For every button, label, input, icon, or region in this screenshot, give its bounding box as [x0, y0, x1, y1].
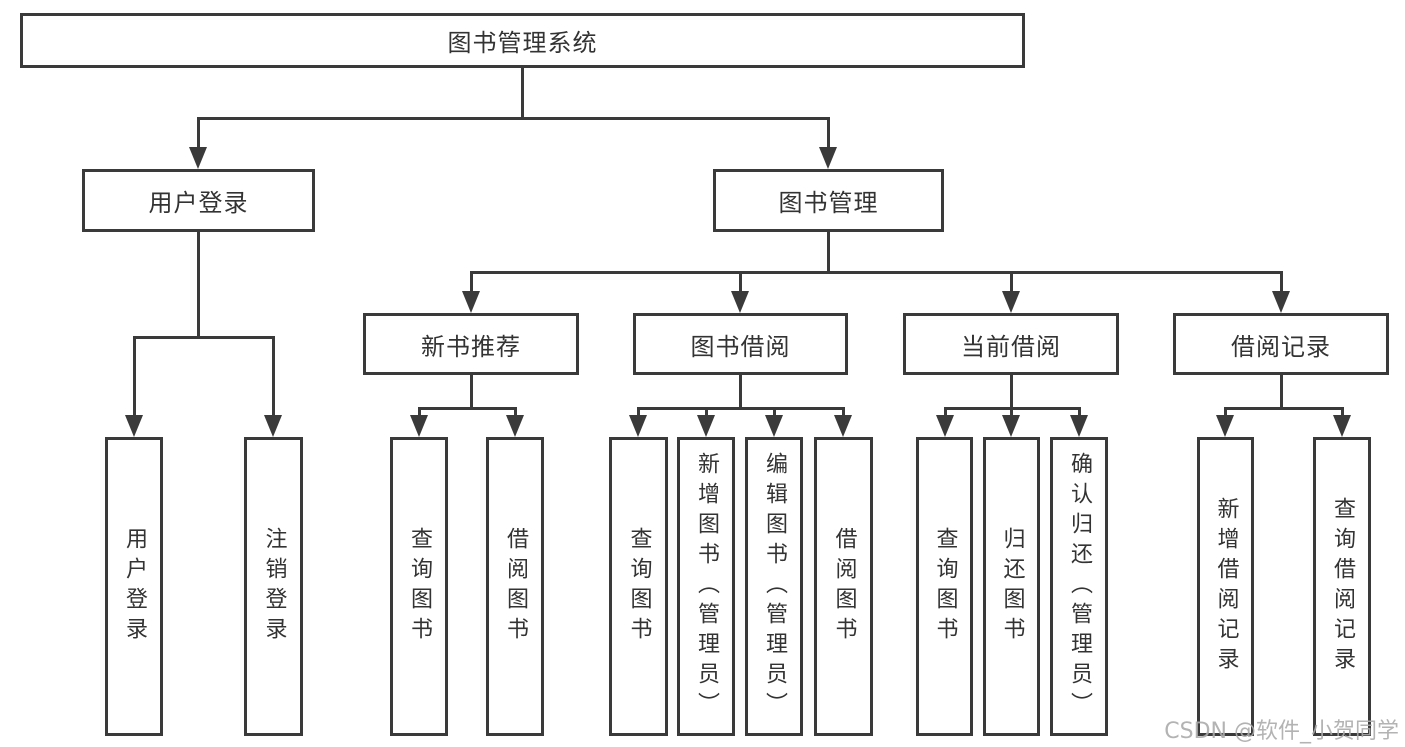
node-label: 图书管理: [778, 189, 879, 217]
leaf-borrow-books: 借阅图书: [814, 437, 873, 736]
arrow-down-icon: [264, 415, 282, 437]
node-current-borrowing: 当前借阅: [903, 313, 1119, 375]
arrow-down-icon: [462, 291, 480, 313]
arrow-down-icon: [936, 415, 954, 437]
arrow-down-icon: [1216, 415, 1234, 437]
connector-vline: [943, 407, 947, 417]
connector-vline: [1340, 407, 1344, 417]
node-label: 用户登录: [122, 526, 147, 647]
leaf-add-borrow-record: 新增借阅记录: [1197, 437, 1254, 736]
connector-hline: [197, 117, 829, 120]
node-label: 借阅图书: [503, 526, 528, 647]
connector-vline: [417, 407, 421, 417]
leaf-query-books-recommend: 查询图书: [390, 437, 448, 736]
connector-hline: [133, 336, 274, 339]
leaf-confirm-return-admin: 确认归还（管理员）: [1050, 437, 1108, 736]
csdn-watermark: CSDN @软件_小贺同学: [1164, 719, 1399, 744]
node-label: 确认归还（管理员）: [1067, 451, 1092, 722]
leaf-user-login: 用户登录: [105, 437, 163, 736]
node-label: 图书管理系统: [447, 29, 598, 57]
connector-vline: [1009, 271, 1013, 293]
node-book-borrowing: 图书借阅: [633, 313, 848, 375]
node-new-book-recommendation: 新书推荐: [363, 313, 579, 375]
arrow-down-icon: [506, 415, 524, 437]
node-label: 查询借阅记录: [1330, 496, 1355, 677]
node-label: 查询图书: [407, 526, 432, 647]
connector-vline: [469, 271, 473, 293]
leaf-return-book: 归还图书: [983, 437, 1040, 736]
node-label: 新书推荐: [421, 332, 521, 361]
arrow-down-icon: [629, 415, 647, 437]
connector-vline: [271, 336, 275, 417]
connector-vline: [1009, 407, 1013, 417]
arrow-down-icon: [834, 415, 852, 437]
node-user-login: 用户登录: [82, 169, 315, 232]
connector-vline: [704, 407, 708, 417]
node-borrowing-records: 借阅记录: [1173, 313, 1389, 375]
node-label: 归还图书: [999, 526, 1025, 647]
arrow-down-icon: [697, 415, 715, 437]
leaf-add-book-admin: 新增图书（管理员）: [677, 437, 735, 736]
connector-vline: [196, 232, 200, 339]
leaf-query-books-current: 查询图书: [916, 437, 973, 736]
arrow-down-icon: [189, 147, 207, 169]
connector-vline: [841, 407, 845, 417]
connector-vline: [520, 68, 524, 120]
connector-vline: [1077, 407, 1081, 417]
arrow-down-icon: [1002, 291, 1020, 313]
node-library-management-system: 图书管理系统: [20, 13, 1025, 68]
leaf-edit-book-admin: 编辑图书（管理员）: [745, 437, 803, 736]
connector-hline: [470, 271, 1282, 274]
connector-vline: [826, 117, 830, 149]
leaf-logout: 注销登录: [244, 437, 303, 736]
node-label: 用户登录: [148, 189, 249, 217]
connector-vline: [738, 271, 742, 293]
connector-vline: [469, 375, 473, 410]
leaf-borrow-books-recommend: 借阅图书: [486, 437, 544, 736]
leaf-query-borrow-record: 查询借阅记录: [1313, 437, 1371, 736]
arrow-down-icon: [1272, 291, 1290, 313]
node-label: 当前借阅: [961, 332, 1061, 361]
arrow-down-icon: [731, 291, 749, 313]
node-label: 查询图书: [626, 526, 652, 647]
connector-hline: [637, 407, 844, 410]
connector-vline: [738, 375, 742, 410]
node-label: 新增借阅记录: [1213, 496, 1239, 677]
connector-vline: [132, 336, 136, 417]
node-label: 图书借阅: [690, 332, 791, 361]
arrow-down-icon: [819, 147, 837, 169]
connector-vline: [1279, 375, 1283, 410]
node-label: 编辑图书（管理员）: [762, 451, 787, 722]
arrow-down-icon: [1333, 415, 1351, 437]
node-label: 新增图书（管理员）: [694, 451, 719, 722]
node-label: 借阅图书: [831, 526, 857, 647]
connector-vline: [772, 407, 776, 417]
connector-hline: [1224, 407, 1343, 410]
connector-vline: [636, 407, 640, 417]
connector-vline: [826, 232, 830, 274]
leaf-query-books-borrow: 查询图书: [609, 437, 668, 736]
node-label: 注销登录: [261, 526, 287, 647]
connector-vline: [1009, 375, 1013, 410]
node-book-management: 图书管理: [713, 169, 944, 232]
arrow-down-icon: [410, 415, 428, 437]
connector-vline: [513, 407, 517, 417]
connector-vline: [1279, 271, 1283, 293]
arrow-down-icon: [125, 415, 143, 437]
node-label: 借阅记录: [1231, 332, 1331, 361]
connector-vline: [196, 117, 200, 149]
node-label: 查询图书: [932, 526, 958, 647]
arrow-down-icon: [1070, 415, 1088, 437]
arrow-down-icon: [765, 415, 783, 437]
connector-hline: [418, 407, 516, 410]
arrow-down-icon: [1002, 415, 1020, 437]
connector-vline: [1223, 407, 1227, 417]
